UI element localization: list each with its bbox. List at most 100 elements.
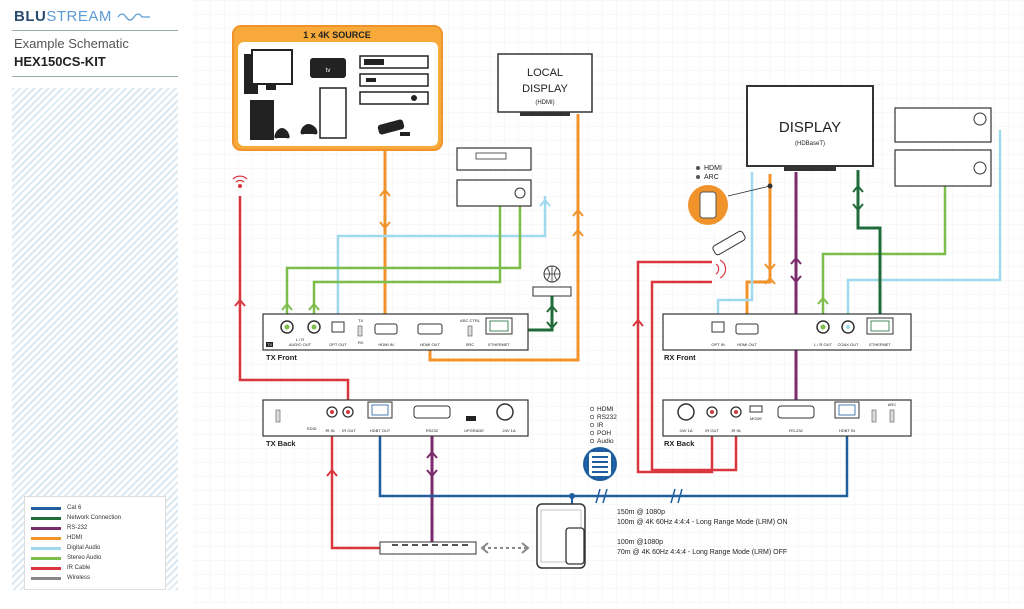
- svg-text:HDBT OUT: HDBT OUT: [370, 428, 391, 433]
- legend-item: RS-232: [31, 523, 87, 533]
- ir-cable-rx-in: [650, 280, 738, 472]
- svg-text:POH: POH: [597, 430, 611, 437]
- coax-audio-cable-rx: [846, 130, 1002, 318]
- svg-text:HDMI OUT: HDMI OUT: [420, 342, 440, 347]
- sidebar: BLUSTREAM Example Schematic HEX150CS-KIT…: [0, 0, 192, 604]
- svg-text:Audio: Audio: [597, 438, 614, 445]
- svg-text:MODE: MODE: [750, 416, 762, 421]
- arc-selector: HDMI ARC: [688, 165, 773, 225]
- ir-cable-tx: [238, 196, 350, 412]
- stereo-audio-cable-tx-2: [312, 198, 502, 318]
- apple-tv-icon: tv: [310, 58, 346, 78]
- svg-text:ETHERNET: ETHERNET: [869, 342, 891, 347]
- stereo-audio-cable-tx: [285, 198, 522, 318]
- hdmi-arrows: [379, 188, 391, 230]
- ir-cable-tx-in: [330, 418, 382, 550]
- legend-swatch: [31, 526, 61, 530]
- rx-front-panel: OPT IN HDMI OUT L / R OUT COAX OUT ETHER…: [662, 313, 912, 351]
- legend-item: HDMI: [31, 533, 82, 543]
- legend-item: Network Connection: [31, 513, 121, 523]
- svg-text:HDBT IN: HDBT IN: [839, 428, 855, 433]
- legend-swatch: [31, 566, 61, 570]
- svg-text:TX: TX: [267, 342, 272, 347]
- svg-text:RS232: RS232: [597, 414, 617, 421]
- ir-remote-icon: [712, 230, 746, 279]
- network-globe-icon: [543, 265, 561, 283]
- svg-text:(HDBaseT): (HDBaseT): [795, 141, 825, 147]
- ir-signal-icon: [232, 175, 248, 188]
- av-receiver-rx: [894, 107, 992, 187]
- tx-front-title: TX Front: [266, 353, 297, 362]
- svg-text:UPGRADE: UPGRADE: [464, 428, 484, 433]
- svg-text:(HDMI): (HDMI): [535, 100, 554, 106]
- svg-text:OPT IN: OPT IN: [711, 342, 724, 347]
- cctv-camera-icon: [377, 119, 410, 136]
- tx-back-panel: EDID IR IN IR OUT HDBT OUT RS232 UPGRADE…: [262, 399, 529, 437]
- divider: [12, 76, 178, 77]
- source-box: 1 x 4K SOURCE tv: [232, 25, 443, 151]
- svg-text:DISPLAY: DISPLAY: [522, 83, 568, 95]
- legend-item: Digital Audio: [31, 543, 100, 553]
- legend-swatch: [31, 506, 61, 510]
- rs232-arrows: [426, 450, 438, 478]
- svg-text:RS232: RS232: [426, 428, 439, 433]
- legend-item: Cat 6: [31, 503, 81, 513]
- svg-text:IR IN: IR IN: [325, 428, 334, 433]
- legend-item: IR Cable: [31, 563, 90, 573]
- svg-text:RX: RX: [358, 340, 364, 345]
- svg-text:100m @1080p: 100m @1080p: [617, 539, 663, 546]
- stereo-audio-arrows: [281, 302, 320, 311]
- network-switch-icon: [379, 541, 477, 555]
- stereo-audio-cable-rx: [821, 180, 947, 318]
- svg-text:HDMI: HDMI: [597, 406, 614, 413]
- svg-text:L / R OUT: L / R OUT: [814, 342, 832, 347]
- ir-arrow: [632, 318, 644, 327]
- svg-text:ETHERNET: ETHERNET: [488, 342, 510, 347]
- legend-swatch: [31, 546, 61, 550]
- legend-item: Stereo Audio: [31, 553, 101, 563]
- svg-text:IR: IR: [597, 422, 604, 429]
- svg-text:HDMI: HDMI: [704, 165, 722, 172]
- svg-text:EDID: EDID: [307, 426, 317, 431]
- svg-text:AUDIO OUT: AUDIO OUT: [289, 342, 312, 347]
- svg-text:RS-232: RS-232: [789, 428, 803, 433]
- legend-item: Wireless: [31, 573, 90, 583]
- svg-text:L / R: L / R: [296, 337, 304, 342]
- svg-text:ARC: ARC: [888, 402, 897, 407]
- svg-text:24V 1A: 24V 1A: [679, 428, 692, 433]
- source-box-title: 1 x 4K SOURCE: [303, 30, 371, 40]
- computer-icon: [244, 49, 293, 94]
- legend: Cat 6 Network Connection RS-232 HDMI Dig…: [24, 496, 166, 590]
- svg-text:IR OUT: IR OUT: [342, 428, 356, 433]
- set-top-box-icon: [359, 73, 429, 87]
- rs232-arrows: [790, 256, 802, 284]
- rx-back-title: RX Back: [664, 439, 695, 448]
- svg-text:70m @ 4K 60Hz 4:4:4 - Long Ran: 70m @ 4K 60Hz 4:4:4 - Long Range Mode (L…: [617, 549, 787, 556]
- rx-front-title: RX Front: [664, 353, 696, 362]
- svg-text:LOCAL: LOCAL: [527, 67, 563, 79]
- legend-swatch: [31, 536, 61, 540]
- brand-logo: BLUSTREAM: [14, 8, 151, 25]
- network-arrows: [852, 184, 864, 212]
- digital-audio-arrow: [539, 198, 551, 207]
- svg-text:ARC CTRL: ARC CTRL: [460, 318, 481, 323]
- svg-text:IR IN: IR IN: [731, 428, 740, 433]
- phone-icon: [565, 527, 585, 565]
- av-receiver-icon: [359, 55, 429, 69]
- rx-back-panel: 24V 1A IR OUT IR IN MODE RS-232 HDBT IN …: [662, 399, 912, 437]
- cat6-junction: [569, 493, 575, 499]
- xbox-icon: [300, 87, 347, 139]
- schematic-canvas: 1 x 4K SOURCE tv LOCAL DISPLAY (HDMI) DI…: [192, 0, 1024, 604]
- ir-arrow: [234, 298, 246, 307]
- cable-break-marks: [595, 488, 683, 504]
- divider: [12, 30, 178, 31]
- svg-text:24V 1A: 24V 1A: [502, 428, 515, 433]
- svg-text:tv: tv: [326, 68, 331, 74]
- svg-text:100m @ 4K 60Hz 4:4:4 - Long Ra: 100m @ 4K 60Hz 4:4:4 - Long Range Mode (…: [617, 519, 788, 526]
- ir-cable-rx-out: [636, 260, 714, 474]
- svg-text:HDMI IN: HDMI IN: [378, 342, 393, 347]
- svg-text:HDMI OUT: HDMI OUT: [737, 342, 757, 347]
- set-top-box-icon: [359, 91, 429, 105]
- ir-arrow: [326, 468, 338, 477]
- hdmi-arrows: [572, 208, 584, 237]
